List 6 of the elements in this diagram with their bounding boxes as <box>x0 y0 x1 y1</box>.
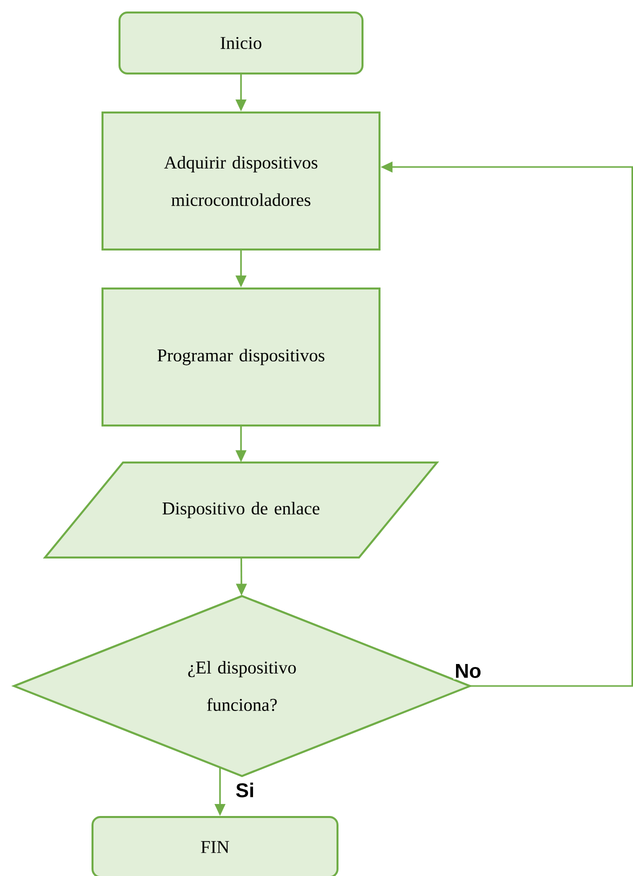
start-box: Inicio <box>118 12 364 74</box>
process-box: Adquirir dispositivos microcontroladores <box>102 112 380 250</box>
end-box: FIN <box>92 816 338 876</box>
edge-label: No <box>453 662 483 680</box>
process-box: Programar dispositivos <box>102 288 380 426</box>
edge-label: Si <box>234 781 256 799</box>
